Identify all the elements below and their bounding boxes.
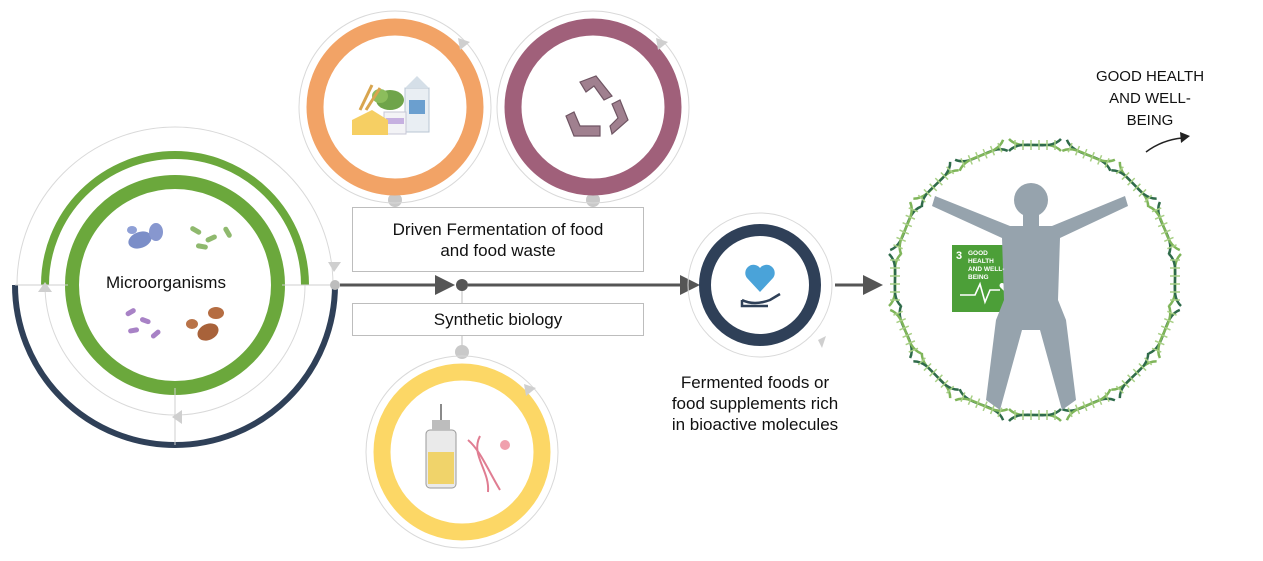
outer-green-arc bbox=[41, 151, 309, 286]
dna-ring-segment bbox=[954, 139, 1009, 172]
fermented-circle bbox=[687, 212, 833, 358]
dna-ring-segment bbox=[889, 304, 922, 359]
dna-ring-segment bbox=[1148, 201, 1181, 256]
driven-fermentation-box: Driven Fermentation of food and food was… bbox=[352, 207, 644, 272]
microorganisms-node bbox=[12, 126, 341, 448]
dna-ring-segment bbox=[1008, 408, 1062, 422]
goal-label: GOOD HEALTH AND WELL-BEING bbox=[1090, 66, 1210, 132]
bacteria-icon bbox=[125, 223, 232, 341]
microorganisms-label: Microorganisms bbox=[106, 273, 226, 292]
food-circle bbox=[298, 10, 492, 204]
goal-line1: GOOD HEALTH bbox=[1095, 68, 1205, 85]
dna-ring-segment bbox=[1148, 304, 1181, 359]
human-silhouette-icon bbox=[932, 183, 1128, 410]
fermented-line1: Fermented foods or bbox=[680, 373, 830, 392]
dna-ring-segment bbox=[913, 161, 959, 208]
dna-ring-segment bbox=[889, 201, 922, 256]
main-flow-arrows bbox=[330, 275, 883, 295]
dna-ring-segment bbox=[954, 388, 1009, 421]
synthetic-biology-label: Synthetic biology bbox=[433, 310, 563, 329]
driven-fermentation-line2: and food waste bbox=[440, 240, 556, 260]
fermented-line2: food supplements rich bbox=[671, 394, 839, 413]
dna-ring-segment bbox=[1008, 138, 1062, 152]
goal-line2: AND WELL-BEING bbox=[1109, 90, 1191, 129]
dna-ring-segment bbox=[1111, 352, 1157, 399]
dna-ring-segment bbox=[1111, 161, 1157, 208]
sdg-number: 3 bbox=[956, 250, 963, 262]
recycle-icon bbox=[565, 75, 629, 137]
driven-fermentation-line1: Driven Fermentation of food bbox=[392, 219, 604, 239]
bioreactor-icon bbox=[425, 404, 457, 489]
dna-ring-segment bbox=[888, 253, 902, 307]
trend-arrow-icon bbox=[1145, 137, 1183, 153]
dna-ring-segment bbox=[1168, 253, 1182, 307]
heart-in-hand-icon bbox=[740, 264, 781, 308]
sdg-text-line1: GOOD HEALTH bbox=[968, 250, 994, 265]
connectors bbox=[388, 193, 600, 359]
synthetic-biology-box: Synthetic biology bbox=[352, 303, 644, 336]
dna-ring-segment bbox=[1061, 388, 1116, 421]
fermented-line3: in bioactive molecules bbox=[671, 415, 839, 434]
dna-ring-icon bbox=[888, 138, 1182, 422]
groceries-icon bbox=[352, 76, 430, 135]
sdg-text: GOOD HEALTH AND WELL-BEING bbox=[968, 250, 1008, 282]
fermented-foods-label: Fermented foods or food supplements rich… bbox=[655, 372, 855, 435]
dna-icon bbox=[467, 435, 510, 493]
dna-ring-segment bbox=[913, 352, 959, 399]
dna-ring-segment bbox=[1061, 139, 1116, 172]
synbio-circle bbox=[365, 355, 559, 549]
sdg-text-line2: AND WELL-BEING bbox=[968, 266, 1005, 281]
waste-circle bbox=[496, 10, 690, 204]
